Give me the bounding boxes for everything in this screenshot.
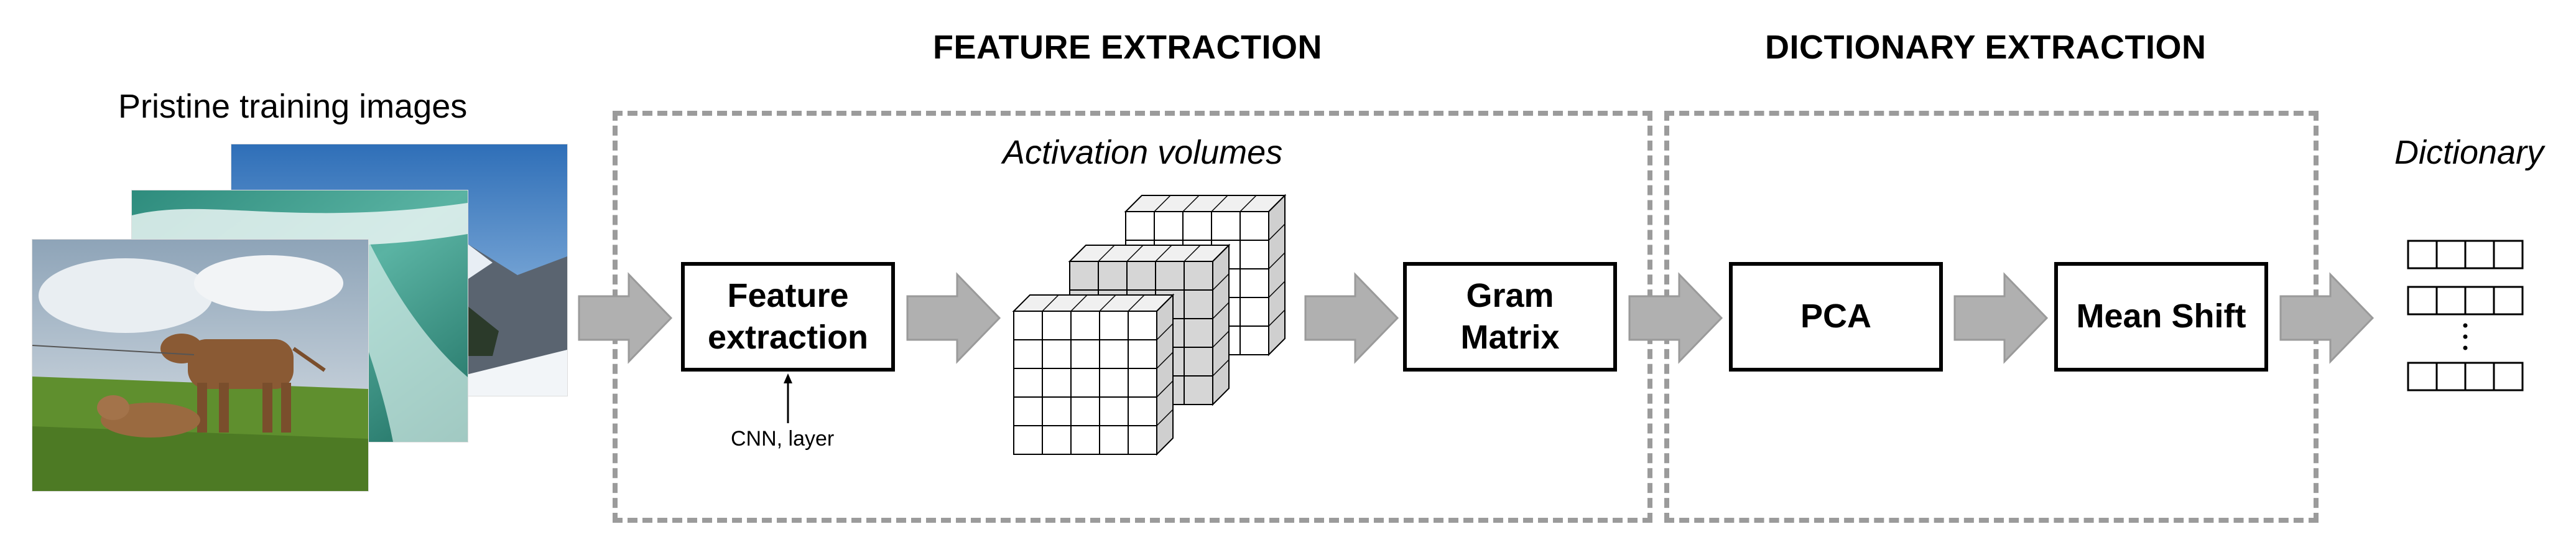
activation-volumes-label: Activation volumes [1003,134,1283,171]
cnn-layer-label: CNN, layer [731,427,835,451]
dictionary-vector-2 [2407,286,2524,316]
dictionary-extraction-heading: DICTIONARY EXTRACTION [1765,29,2207,66]
flow-arrow-3 [1304,272,1399,364]
gram-matrix-line1: Gram [1466,276,1554,314]
pca-label: PCA [1800,297,1871,335]
flow-arrow-1 [578,272,673,364]
feature-extraction-line2: extraction [707,319,869,356]
feature-extraction-heading: FEATURE EXTRACTION [933,29,1322,66]
mean-shift-box: Mean Shift [2054,262,2268,372]
flow-arrow-2 [906,272,1001,364]
activation-volume-front [1012,293,1175,456]
dictionary-vector-3 [2407,362,2524,391]
activation-volumes [1012,194,1287,456]
training-image-cows [32,240,368,491]
flow-arrow-6 [2279,272,2374,364]
dictionary-vectors [2407,240,2524,391]
flow-arrow-4 [1628,272,1723,364]
gram-matrix-line2: Matrix [1460,319,1560,356]
pca-box: PCA [1729,262,1943,372]
thin-arrow-up-icon [784,373,792,423]
gram-matrix-box: Gram Matrix [1403,262,1617,372]
dictionary-label: Dictionary [2394,134,2544,171]
vertical-dots-icon [2463,323,2468,350]
pristine-images-label: Pristine training images [118,88,468,125]
flow-arrow-5 [1953,272,2049,364]
feature-extraction-line1: Feature [727,276,849,314]
feature-extraction-box: Feature extraction [681,262,895,372]
mean-shift-label: Mean Shift [2076,297,2246,335]
dictionary-vector-1 [2407,240,2524,269]
